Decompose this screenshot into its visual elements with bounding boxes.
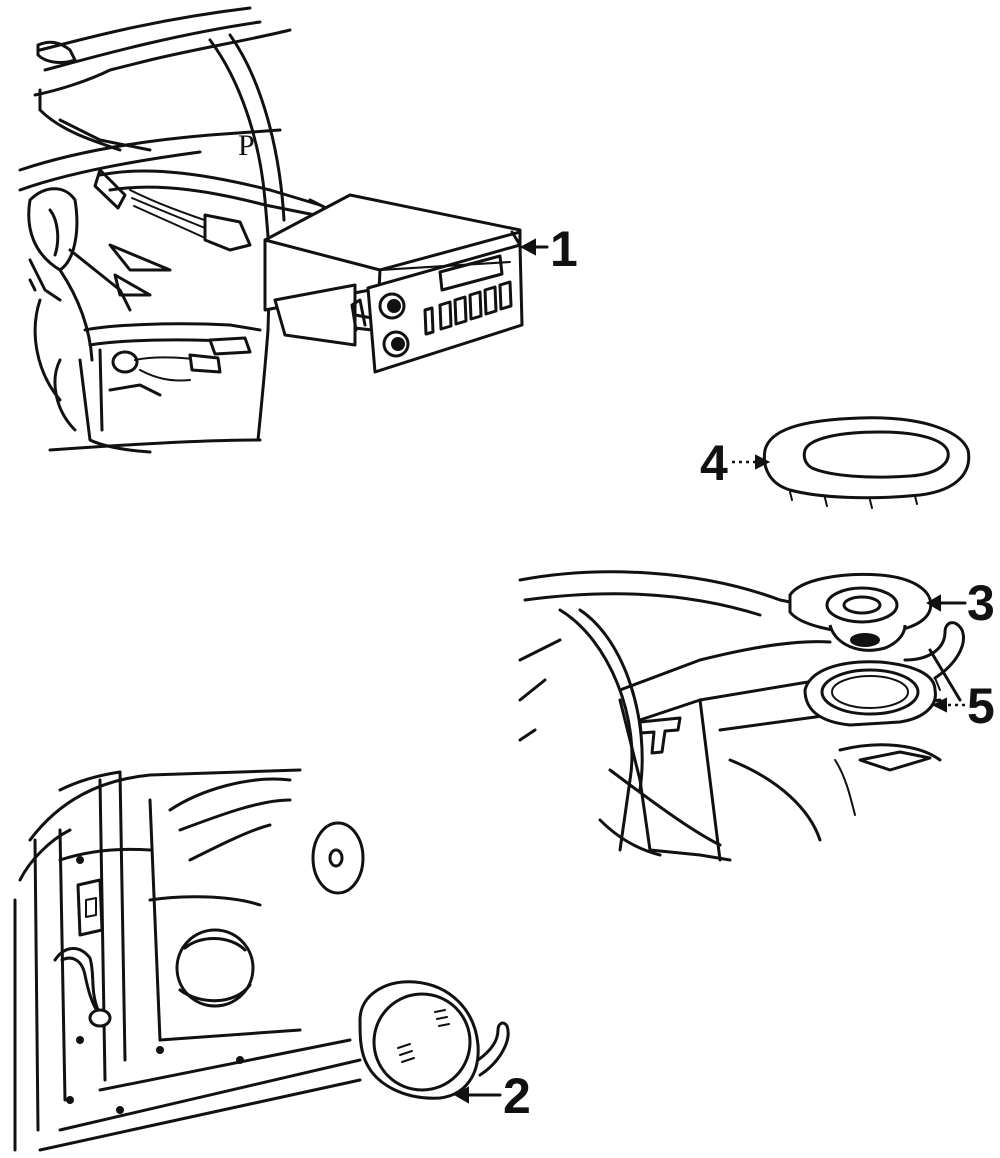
rear-deck-illustration [518, 570, 962, 862]
speaker-bracket [803, 621, 965, 727]
callout-3-arrowhead [926, 594, 941, 612]
callout-1: 1 [550, 221, 578, 277]
callout-1-arrowhead [519, 238, 536, 256]
rear-speaker [788, 572, 933, 652]
radio-receiver [263, 193, 524, 374]
callout-4-arrowhead [755, 454, 771, 470]
speaker-grille [762, 416, 971, 509]
door-illustration [13, 768, 365, 1152]
front-speaker [358, 980, 510, 1100]
callout-5-arrowhead [931, 697, 947, 713]
park-indicator-label: P [238, 129, 255, 162]
callout-5: 5 [967, 678, 995, 734]
callout-2-arrowhead [454, 1086, 469, 1104]
callout-3: 3 [967, 575, 995, 631]
dashboard-illustration: P [18, 6, 332, 454]
callout-4: 4 [700, 435, 728, 491]
callout-2: 2 [503, 1068, 531, 1124]
